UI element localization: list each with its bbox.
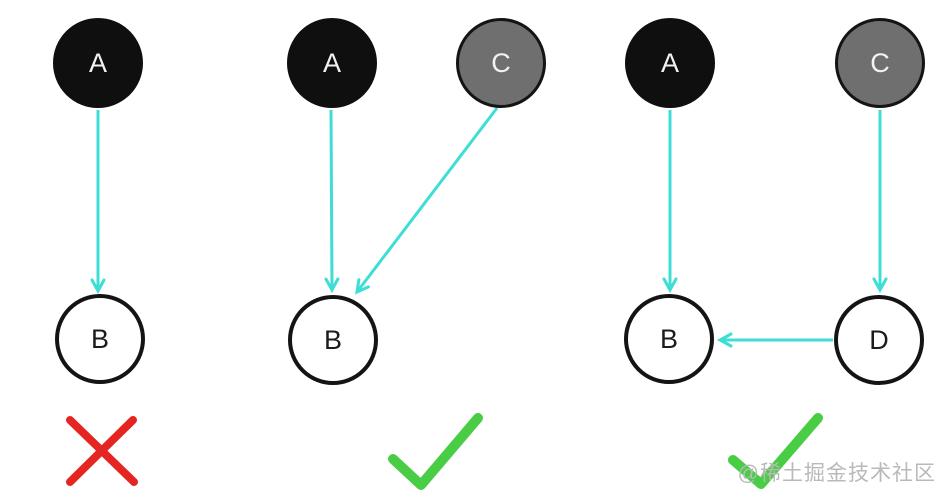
edge-middle-c-to-b <box>355 107 499 295</box>
node-label: B <box>90 323 109 354</box>
node-right-a: A <box>625 18 715 108</box>
node-label: A <box>660 47 679 78</box>
node-left-a: A <box>53 18 143 108</box>
node-right-d: D <box>834 295 924 385</box>
node-label: B <box>323 324 342 355</box>
edge-middle-a-to-b <box>324 109 340 294</box>
node-label: A <box>322 47 341 78</box>
node-right-c: C <box>835 18 925 108</box>
node-label: B <box>659 323 678 354</box>
node-label: D <box>869 324 889 355</box>
cross-icon <box>66 416 138 486</box>
node-label: C <box>491 47 511 78</box>
node-left-b: B <box>55 294 145 384</box>
node-label: A <box>88 47 107 78</box>
check-icon-middle <box>388 413 483 490</box>
node-middle-a: A <box>287 18 377 108</box>
watermark: @稀土掘金技术社区 <box>737 462 936 485</box>
node-right-b: B <box>624 294 714 384</box>
node-middle-b: B <box>288 295 378 385</box>
node-label: C <box>870 47 890 78</box>
node-middle-c: C <box>456 18 546 108</box>
